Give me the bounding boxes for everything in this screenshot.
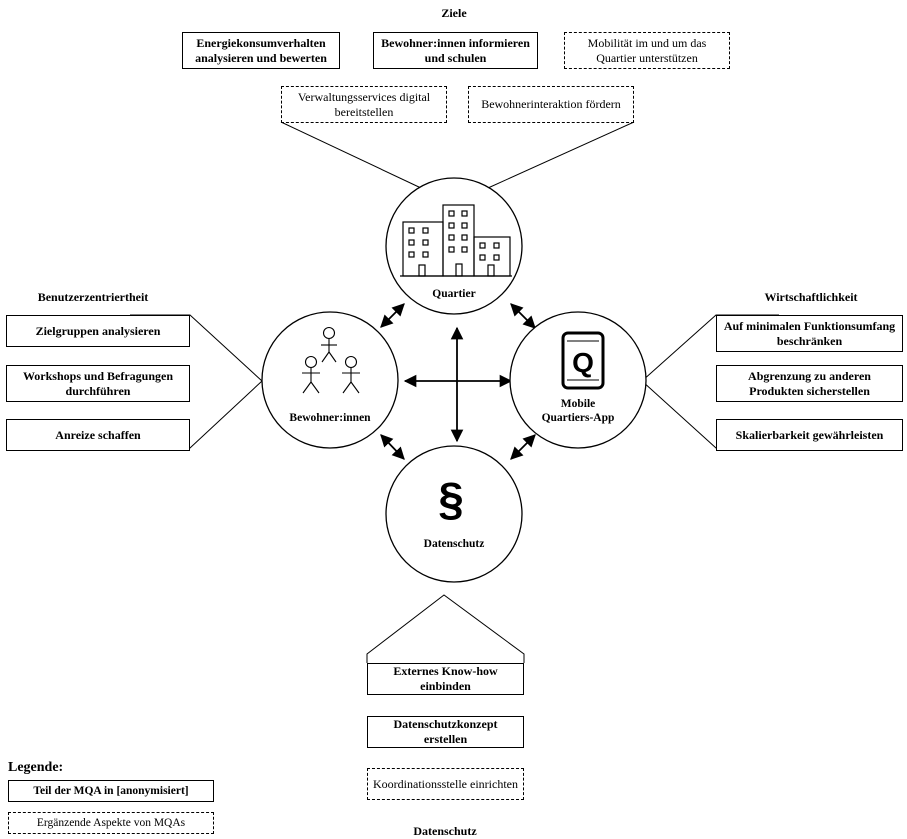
datenschutz-item-3: Koordinationsstelle einrichten <box>367 768 524 800</box>
ziele-item-1: Energiekonsumverhalten analysieren und b… <box>182 32 340 69</box>
wirtschaft-title: Wirtschaftlichkeit <box>764 290 858 304</box>
wirtschaft-item-1: Auf minimalen Funktionsumfang beschränke… <box>716 315 903 352</box>
legend-title: Legende: <box>8 760 64 775</box>
datenschutz-item-1: Externes Know-how einbinden <box>367 663 524 695</box>
node-label-app-line1: Mobile <box>560 398 596 410</box>
ziele-title: Ziele <box>441 6 467 20</box>
app-glyph: Q <box>572 347 594 378</box>
arrow-app-datenschutz <box>510 434 536 460</box>
wirtschaft-item-3: Skalierbarkeit gewährleisten <box>716 419 903 451</box>
smartphone-icon: Q <box>561 331 605 390</box>
benutzer-item-3: Anreize schaffen <box>6 419 190 451</box>
datenschutz-circle <box>385 445 523 583</box>
people-icon <box>302 326 360 394</box>
benutzer-item-1: Zielgruppen analysieren <box>6 315 190 347</box>
ziele-connector-left <box>280 121 422 189</box>
ziele-item-5: Bewohnerinteraktion fördern <box>468 86 634 123</box>
benutzer-item-2: Workshops und Befragungen durchführen <box>6 365 190 402</box>
benutzer-title: Benutzerzentriertheit <box>37 290 149 304</box>
quartier-circle <box>385 177 523 315</box>
wirtschaft-item-2: Abgrenzung zu anderen Produkten sicherst… <box>716 365 903 402</box>
paragraph-icon: § <box>438 473 464 525</box>
arrow-quartier-app <box>510 303 536 329</box>
node-label-app-line2: Quartiers-App <box>541 411 615 424</box>
building-icon <box>400 204 512 277</box>
bewohner-circle <box>261 311 399 449</box>
arrow-quartier-bewohner <box>380 303 405 328</box>
ziele-item-2: Bewohner:innen informieren und schulen <box>373 32 538 69</box>
legend-solid-sample: Teil der MQA in [anonymisiert] <box>8 780 214 802</box>
arrow-bewohner-datenschutz <box>380 434 405 460</box>
ziele-connector-right <box>487 121 635 189</box>
datenschutz-title: Datenschutz <box>413 824 477 838</box>
node-label-datenschutz: Datenschutz <box>423 538 485 550</box>
node-label-bewohner: Bewohner:innen <box>289 412 371 424</box>
relation-arrows <box>380 303 536 460</box>
node-label-app: Mobile Quartiers-App <box>528 398 628 426</box>
node-label-quartier: Quartier <box>432 288 476 300</box>
datenschutz-item-2: Datenschutzkonzept erstellen <box>367 716 524 748</box>
ziele-item-4: Verwaltungsservices digital bereitstelle… <box>281 86 447 123</box>
ziele-item-3: Mobilität im und um das Quartier unterst… <box>564 32 730 69</box>
legend-dashed-sample: Ergänzende Aspekte von MQAs <box>8 812 214 834</box>
datenschutz-connector <box>366 594 525 663</box>
